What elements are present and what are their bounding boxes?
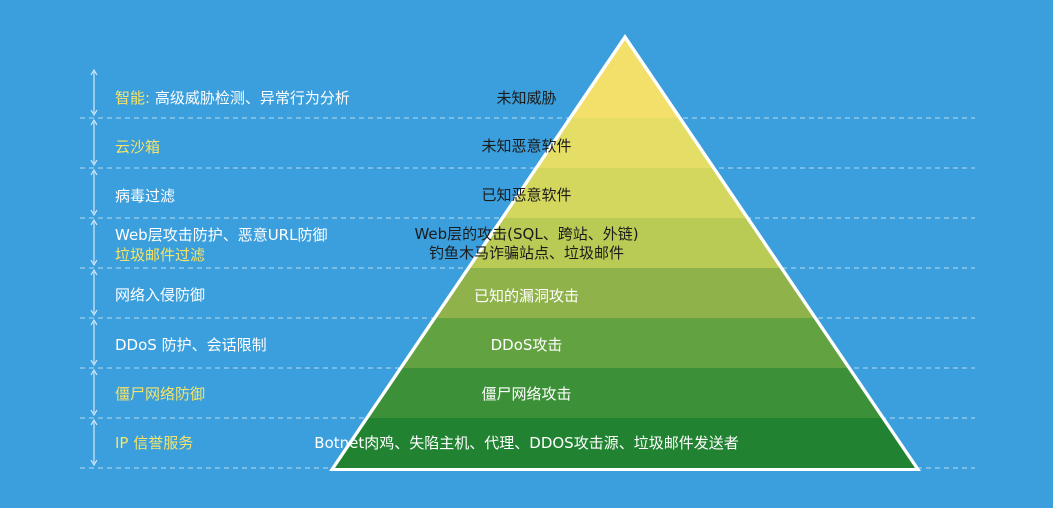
pyramid-level-6 xyxy=(402,318,848,368)
level-arrow xyxy=(90,318,98,367)
pyramid-level-4 xyxy=(470,218,780,268)
pyramid-level-3 xyxy=(504,168,746,218)
defense-label-smart: 智能: 高级威胁检测、异常行为分析 xyxy=(115,89,350,107)
pyramid-level-1 xyxy=(572,40,678,118)
defense-label-intrusion-prevention: 网络入侵防御 xyxy=(115,286,206,304)
pyramid-level-8 xyxy=(335,418,915,468)
threat-pyramid xyxy=(329,34,921,471)
level-arrow xyxy=(90,68,98,117)
level-arrow xyxy=(90,368,98,417)
level-arrow xyxy=(90,218,98,267)
level-arrow xyxy=(90,168,98,217)
pyramid-level-7 xyxy=(368,368,882,418)
level-arrow xyxy=(90,418,98,467)
level-arrow xyxy=(90,268,98,317)
defense-label-botnet: 僵尸网络防御 xyxy=(115,385,206,403)
defense-label-ddos: DDoS 防护、会话限制 xyxy=(115,336,267,354)
defense-label-web-protection: Web层攻击防护、恶意URL防御 垃圾邮件过滤 xyxy=(115,226,328,264)
pyramid-level-5 xyxy=(436,268,814,318)
level-arrow xyxy=(90,118,98,167)
defense-label-ip-reputation: IP 信誉服务 xyxy=(115,434,194,452)
defense-label-cloud-sandbox: 云沙箱 xyxy=(115,138,161,156)
level-arrows xyxy=(90,68,98,467)
pyramid-level-2 xyxy=(538,118,712,168)
defense-label-virus-filter: 病毒过滤 xyxy=(115,187,176,205)
